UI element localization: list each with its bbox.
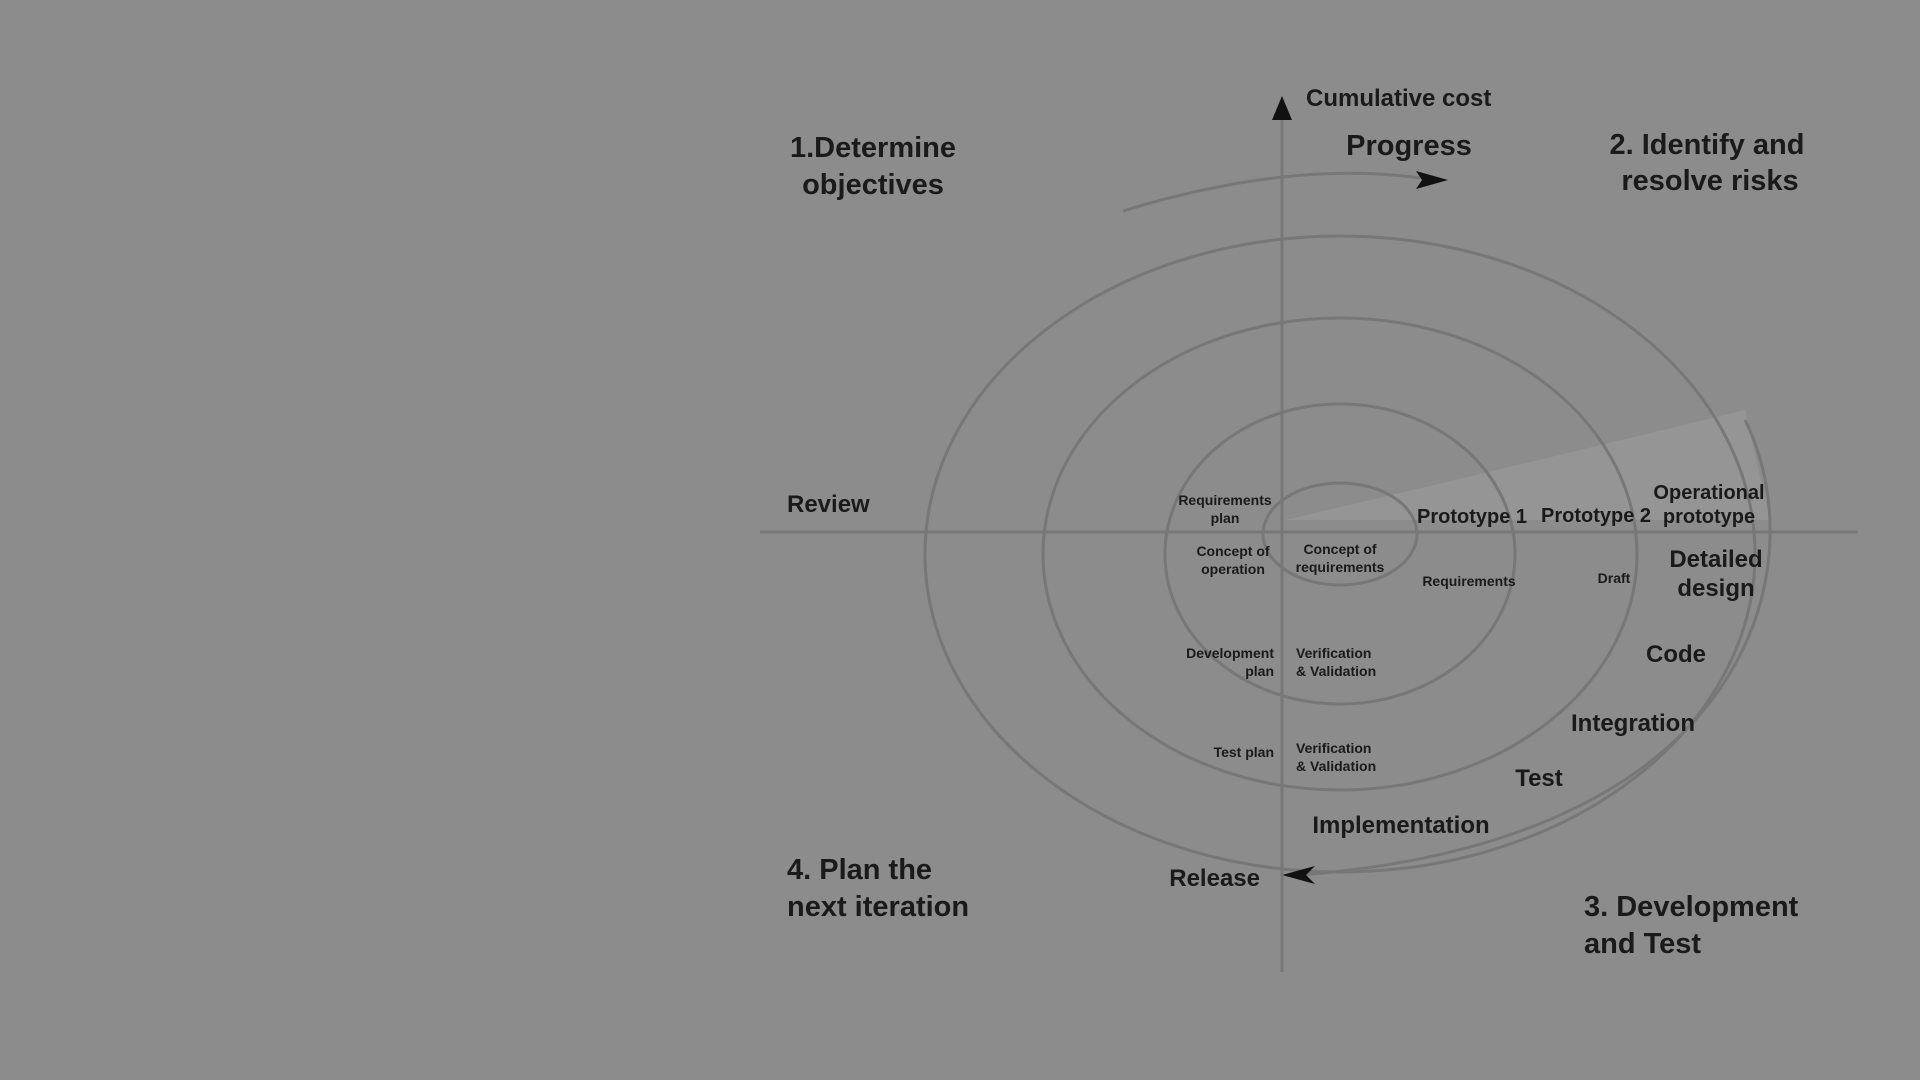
spiral-ring-1 bbox=[1261, 481, 1419, 587]
cost-arrowhead bbox=[1272, 96, 1292, 120]
progress-arc bbox=[1122, 171, 1421, 213]
spiral-outer-tail bbox=[1299, 419, 1772, 877]
draft-label: Draft bbox=[1598, 570, 1631, 586]
requirements-plan-line-1: Requirements bbox=[1178, 492, 1272, 508]
progress-label: Progress bbox=[1346, 130, 1472, 162]
verification-validation-1-line-2: & Validation bbox=[1296, 663, 1376, 679]
requirements-plan-line-2: plan bbox=[1211, 510, 1240, 526]
requirements-label: Requirements bbox=[1422, 573, 1516, 589]
detailed-design-line-1: Detailed bbox=[1669, 546, 1762, 573]
review-label: Review bbox=[787, 491, 870, 518]
concept-of-operation-line-2: operation bbox=[1201, 561, 1265, 577]
operational-prototype-line-1: Operational bbox=[1653, 482, 1764, 504]
concept-of-operation-line-1: Concept of bbox=[1196, 543, 1269, 559]
integration-label: Integration bbox=[1571, 710, 1695, 737]
detailed-design-line-2: design bbox=[1677, 575, 1754, 602]
implementation-label: Implementation bbox=[1312, 812, 1489, 839]
operational-prototype-line-2: prototype bbox=[1663, 506, 1755, 528]
prototype-2-label: Prototype 2 bbox=[1541, 505, 1651, 527]
progress-arrowhead bbox=[1416, 171, 1448, 189]
quadrant-1-title-line-1: 1.Determine bbox=[790, 132, 956, 164]
quadrant-2-title-line-1: 2. Identify and bbox=[1610, 129, 1805, 161]
spiral-ring-3 bbox=[1041, 316, 1639, 792]
quadrant-2-title-line-2: resolve risks bbox=[1621, 165, 1798, 197]
code-label: Code bbox=[1646, 641, 1706, 668]
verification-validation-2-line-1: Verification bbox=[1296, 740, 1371, 756]
quadrant-1-title-line-2: objectives bbox=[802, 169, 944, 201]
development-plan-line-2: plan bbox=[1245, 663, 1274, 679]
quadrant-3-title-line-1: 3. Development bbox=[1584, 891, 1799, 923]
concept-of-requirements-line-2: requirements bbox=[1296, 559, 1385, 575]
quadrant-3-title-line-2: and Test bbox=[1584, 928, 1701, 960]
quadrant-4-title-line-2: next iteration bbox=[787, 891, 969, 923]
development-plan-line-1: Development bbox=[1186, 645, 1274, 661]
quadrant-4-title-line-1: 4. Plan the bbox=[787, 854, 932, 886]
risk-analysis-shading bbox=[1285, 410, 1770, 520]
concept-of-requirements-line-1: Concept of bbox=[1303, 541, 1376, 557]
prototype-1-label: Prototype 1 bbox=[1417, 506, 1527, 528]
release-label: Release bbox=[1169, 865, 1260, 892]
release-arrowhead bbox=[1282, 866, 1315, 884]
verification-validation-2-line-2: & Validation bbox=[1296, 758, 1376, 774]
cumulative-cost-label: Cumulative cost bbox=[1306, 85, 1491, 112]
test-label: Test bbox=[1515, 765, 1563, 792]
verification-validation-1-line-1: Verification bbox=[1296, 645, 1371, 661]
test-plan-label: Test plan bbox=[1214, 744, 1274, 760]
spiral-ring-2 bbox=[1163, 402, 1517, 706]
